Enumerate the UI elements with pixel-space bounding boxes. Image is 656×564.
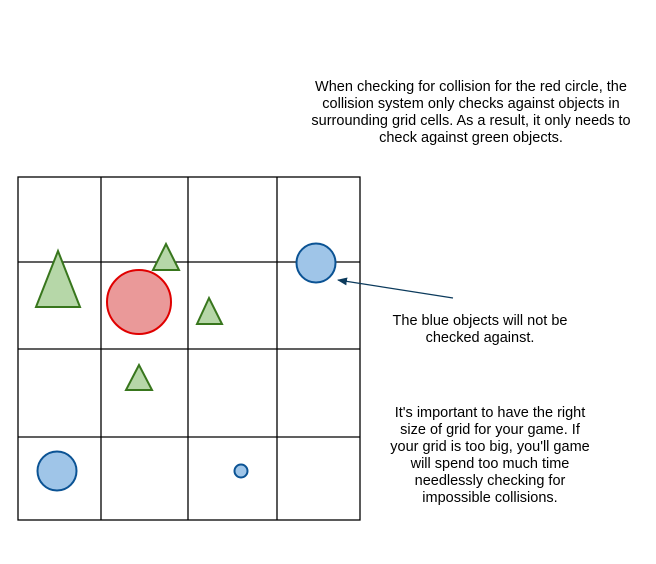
green-triangle bbox=[195, 295, 224, 325]
blue-circle bbox=[36, 450, 78, 492]
collision-explanation-text: When checking for collision for the red … bbox=[311, 79, 631, 146]
green-triangle-large bbox=[34, 248, 82, 308]
blue-circle-small bbox=[233, 463, 249, 479]
blue-objects bbox=[36, 242, 337, 492]
pointer-arrow bbox=[337, 277, 454, 299]
blue-circle bbox=[295, 242, 337, 284]
green-triangle bbox=[124, 362, 154, 391]
green-objects bbox=[34, 241, 224, 391]
grid-size-advice-text: It's important to have the right size of… bbox=[390, 405, 590, 506]
red-circle bbox=[106, 269, 172, 335]
green-triangle bbox=[151, 241, 181, 271]
blue-objects-text: The blue objects will not be checked aga… bbox=[392, 313, 568, 346]
